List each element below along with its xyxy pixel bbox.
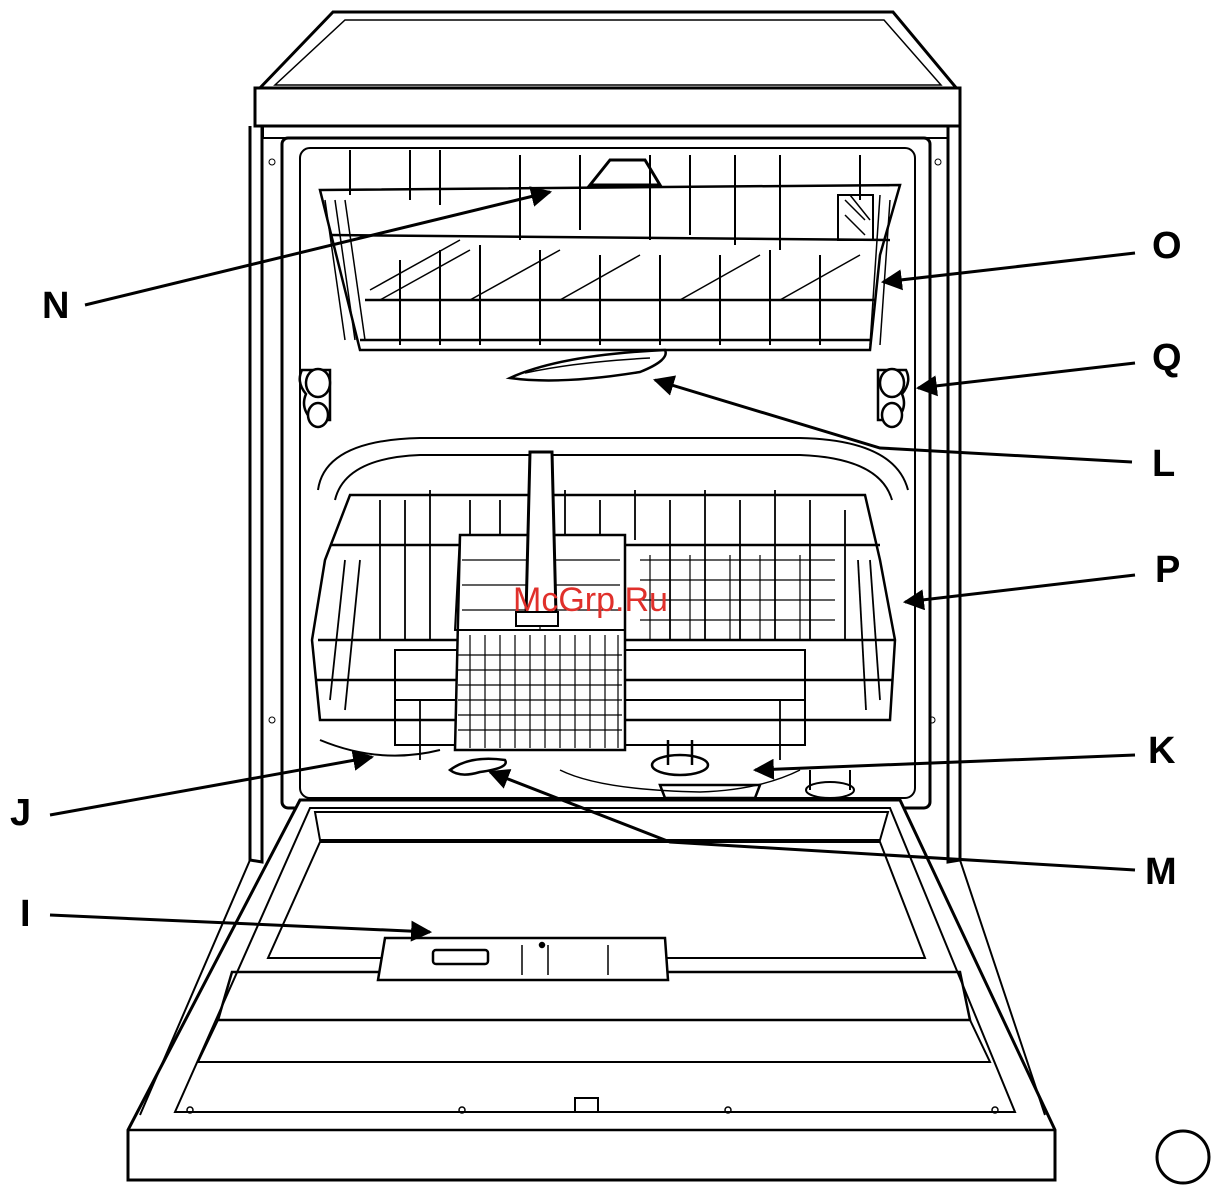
- watermark-text: McGrp.Ru: [513, 581, 668, 619]
- tub-interior: [318, 438, 908, 500]
- corner-circle: [1157, 1131, 1209, 1183]
- label-o: O: [1152, 225, 1182, 267]
- label-m: M: [1145, 851, 1177, 893]
- label-p: P: [1155, 549, 1180, 591]
- label-n: N: [42, 285, 69, 327]
- label-i: I: [20, 893, 31, 935]
- upper-spray-arm: [510, 350, 666, 380]
- upper-basket: [320, 150, 900, 350]
- cabinet-top: [255, 12, 960, 126]
- arrow-k: [755, 755, 1135, 770]
- arrow-q: [918, 363, 1135, 388]
- label-q: Q: [1152, 337, 1182, 379]
- arrow-o: [883, 253, 1135, 282]
- lower-spray-arm: [450, 759, 506, 775]
- arrow-p: [905, 575, 1135, 602]
- label-j: J: [10, 792, 31, 834]
- label-k: K: [1148, 730, 1176, 772]
- detergent-dispenser: [378, 938, 668, 980]
- label-l: L: [1152, 443, 1175, 485]
